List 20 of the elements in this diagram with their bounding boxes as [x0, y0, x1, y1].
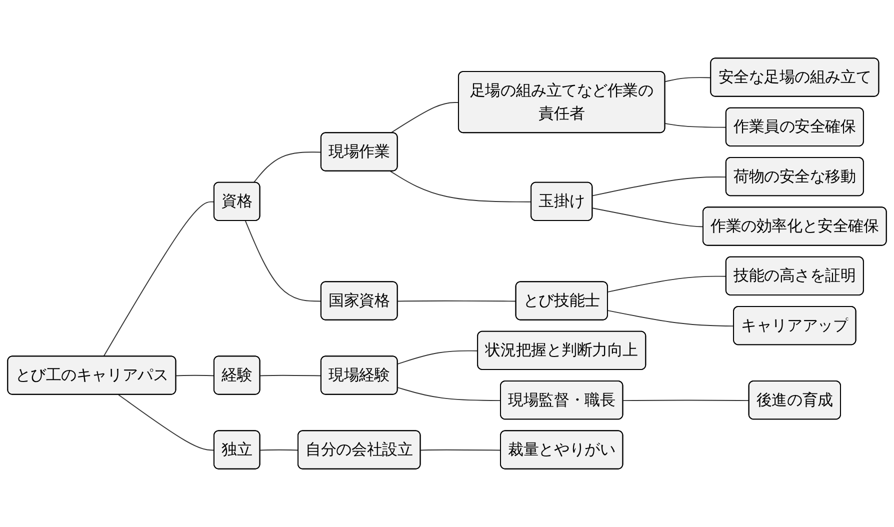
connector: [664, 123, 727, 128]
connector: [607, 310, 734, 327]
connector: [397, 387, 502, 402]
connector: [397, 300, 517, 302]
connector: [420, 449, 502, 451]
connector: [260, 449, 299, 451]
connector: [253, 152, 322, 184]
connector: [390, 170, 532, 202]
connector: [592, 176, 727, 196]
connector: [607, 276, 727, 292]
connector: [260, 374, 322, 376]
connector: [103, 201, 215, 358]
connector: [592, 208, 704, 228]
connector: [118, 394, 215, 451]
connector: [176, 374, 215, 376]
connector: [244, 220, 322, 302]
connector: [390, 102, 460, 134]
connector: [664, 77, 712, 82]
connector: [622, 400, 750, 402]
connector: [397, 350, 479, 364]
